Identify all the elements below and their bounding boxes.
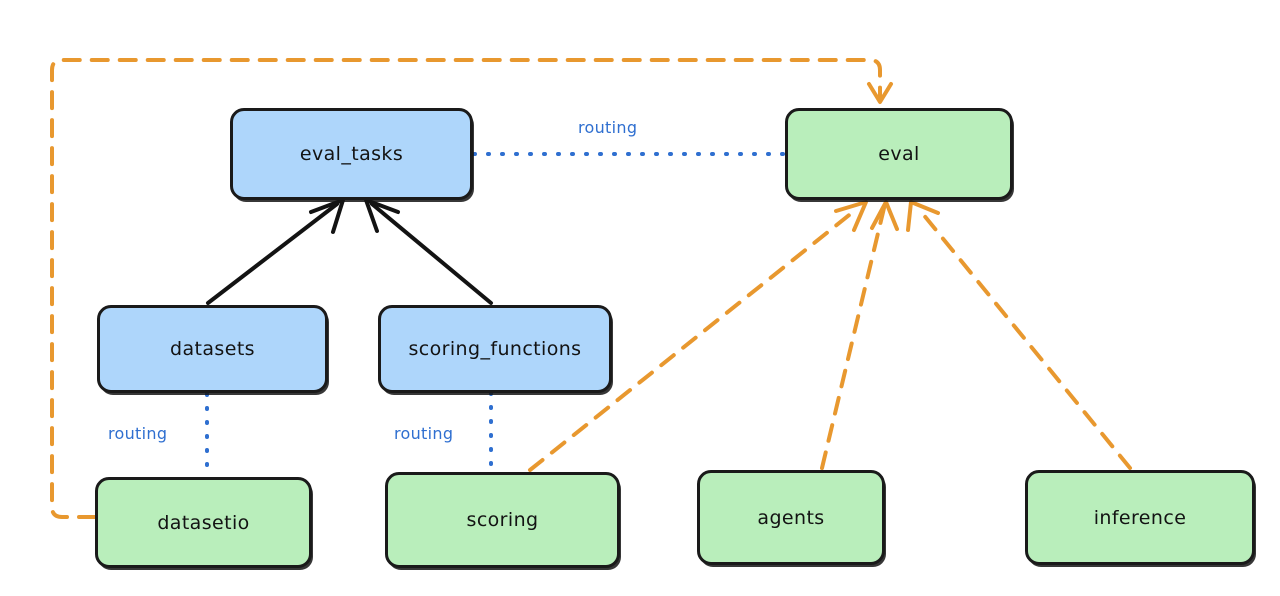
node-eval-tasks[interactable]: eval_tasks (230, 108, 473, 200)
node-label-scoring: scoring (466, 509, 539, 531)
node-label-scoring-functions: scoring_functions (408, 338, 582, 360)
node-label-datasets: datasets (170, 338, 255, 360)
edge-label-routing-datasets-to-datasetio: routing (108, 424, 168, 443)
node-label-inference: inference (1093, 506, 1187, 529)
edge-inference-to-eval (906, 200, 1132, 470)
edge-datasets-to-eval_tasks (206, 198, 345, 305)
edge-scoring_functions-to-eval_tasks (364, 198, 493, 305)
node-datasetio[interactable]: datasetio (95, 477, 312, 568)
edge-label-routing-eval-tasks-to-eval: routing (578, 118, 638, 137)
node-eval[interactable]: eval (785, 108, 1013, 200)
node-scoring[interactable]: scoring (385, 472, 620, 568)
node-label-eval: eval (878, 143, 920, 165)
node-datasets[interactable]: datasets (97, 305, 328, 393)
node-label-datasetio: datasetio (157, 511, 250, 534)
node-scoring-functions[interactable]: scoring_functions (378, 305, 612, 393)
node-agents[interactable]: agents (697, 470, 885, 565)
node-label-eval-tasks: eval_tasks (299, 143, 404, 165)
node-label-agents: agents (757, 506, 825, 529)
edge-label-routing-scoring-functions-to-scoring: routing (394, 424, 454, 443)
node-inference[interactable]: inference (1025, 470, 1255, 565)
edge-agents-to-eval (820, 200, 899, 470)
